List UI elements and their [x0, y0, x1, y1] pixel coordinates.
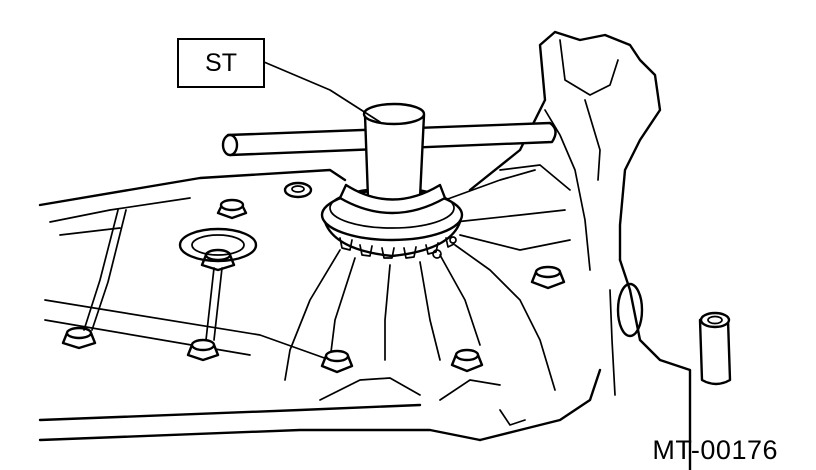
bolt-upper-center [283, 181, 313, 199]
pipe-fitting [698, 311, 732, 386]
bolt-right [530, 265, 566, 290]
bolts [61, 181, 566, 374]
bolt-center-right [450, 348, 484, 373]
callout-leader-line [263, 61, 381, 123]
bolt-upper-left [216, 198, 248, 220]
tool-callout-box: ST [177, 38, 265, 88]
bolt-center-left [320, 349, 354, 374]
tool-callout-label: ST [205, 48, 237, 77]
bolt-far-left [61, 326, 97, 350]
bolt-left-lower [186, 338, 220, 362]
figure-code: MT-00176 [652, 435, 778, 465]
special-tool [221, 102, 557, 215]
case-ribs [284, 169, 571, 391]
left-boss [178, 227, 258, 263]
right-round-boss [616, 282, 644, 338]
studs [83, 209, 223, 341]
